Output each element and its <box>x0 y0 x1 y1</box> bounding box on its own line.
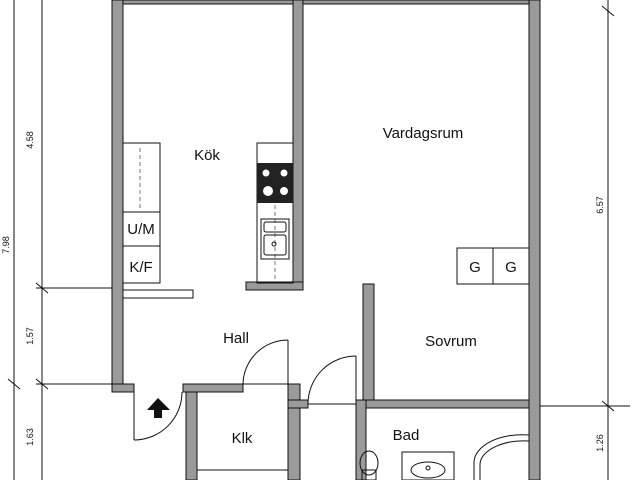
left-dimension-lines <box>7 0 112 480</box>
dim-left-total: 7.98 <box>1 236 11 254</box>
wardrobes <box>456 247 530 285</box>
room-label-kitchen: Kök <box>194 147 220 164</box>
dim-left-kitchen: 4.58 <box>25 131 35 149</box>
room-label-living: Vardagsrum <box>383 125 464 142</box>
wardrobe-label-2: G <box>505 259 517 276</box>
entrance-arrow-icon <box>147 398 170 418</box>
dim-left-closet: 1.63 <box>25 428 35 446</box>
doors <box>133 339 357 441</box>
dim-right-bath: 1.26 <box>595 434 605 452</box>
washbasin-icon <box>401 451 455 480</box>
room-label-bedroom: Sovrum <box>425 333 477 350</box>
room-label-closet: Klk <box>232 430 253 447</box>
kitchen-sink-icon <box>260 218 290 260</box>
right-dimension-lines <box>540 0 630 480</box>
dim-right-living: 6.57 <box>595 196 605 214</box>
walls <box>111 0 541 480</box>
dim-left-hall: 1.57 <box>25 327 35 345</box>
room-label-hall: Hall <box>223 330 249 347</box>
shower-icon <box>473 434 530 480</box>
wardrobe-label-1: G <box>469 259 481 276</box>
fridge-freezer-label: K/F <box>129 259 152 276</box>
freezer-label: U/M <box>127 221 155 238</box>
toilet-icon <box>359 450 379 480</box>
room-label-bath: Bad <box>393 427 420 444</box>
stove-icon <box>257 163 293 203</box>
